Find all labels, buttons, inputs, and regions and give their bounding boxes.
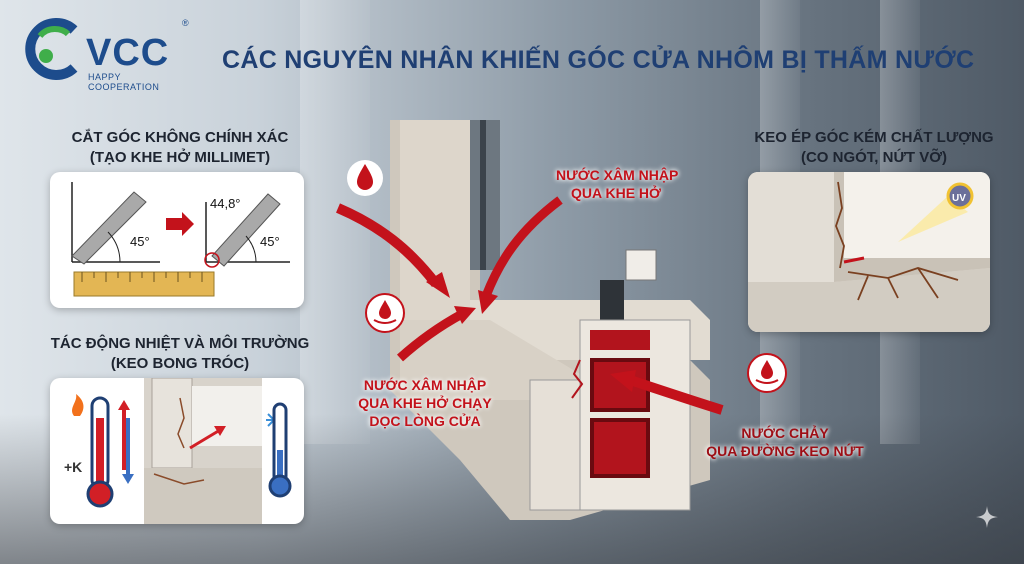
angle-label-right: 45°	[260, 234, 280, 249]
callout-seam: NƯỚC XÂM NHẬP QUA KHE HỞ CHẠY DỌC LÒNG C…	[350, 376, 500, 430]
callout-crack-line2: QUA ĐƯỜNG KEO NỨT	[706, 443, 864, 459]
water-drops-crack-icon	[747, 353, 787, 393]
cut-heading: CẮT GÓC KHÔNG CHÍNH XÁC (TẠO KHE HỞ MILL…	[60, 128, 300, 168]
callout-seam-line3: DỌC LÒNG CỬA	[369, 413, 481, 429]
callout-gap-line1: NƯỚC XÂM NHẬP	[556, 167, 679, 183]
uv-sun-icon	[946, 182, 974, 210]
cut-angle-diagram: 45° 44,8° 45°	[71, 182, 290, 297]
ruler-icon	[73, 271, 215, 297]
logo-c-mark-icon	[25, 18, 78, 80]
fire-icon	[72, 394, 84, 416]
uv-label: UV	[952, 193, 966, 204]
callout-crack-line1: NƯỚC CHẢY	[741, 425, 829, 441]
arrow-right-icon	[166, 212, 194, 236]
angle-label-top: 44,8°	[210, 196, 241, 211]
callout-gap-line2: QUA KHE HỞ	[571, 185, 661, 201]
arrow-down-icon	[122, 474, 134, 484]
callout-crack: NƯỚC CHẢY QUA ĐƯỜNG KEO NỨT	[700, 424, 870, 460]
thermal-heading-line1: TÁC ĐỘNG NHIỆT VÀ MÔI TRƯỜNG	[50, 335, 310, 352]
callout-seam-line1: NƯỚC XÂM NHẬP	[363, 377, 487, 393]
logo-brand-text: VCC	[86, 32, 170, 74]
page-title: CÁC NGUYÊN NHÂN KHIẾN GÓC CỬA NHÔM BỊ TH…	[222, 46, 975, 74]
cut-diagram-card: 45° 44,8° 45°	[50, 172, 304, 308]
thermal-diagram-card: +K	[50, 378, 304, 524]
thermal-heading: TÁC ĐỘNG NHIỆT VÀ MÔI TRƯỜNG (KEO BONG T…	[40, 334, 320, 374]
cracked-corner-image: UV	[748, 172, 990, 332]
glue-heading-line2: (CO NGÓT, NỨT VỠ)	[800, 149, 948, 166]
water-drops-icon	[365, 293, 405, 333]
angle-label-left: 45°	[130, 234, 150, 249]
seam-arrow-icon	[214, 426, 226, 436]
arrow-up-icon	[118, 400, 130, 410]
cut-heading-line2: (TẠO KHE HỞ MILLIMET)	[89, 149, 271, 166]
thermal-diagram: +K	[64, 378, 292, 524]
logo-registered-mark: ®	[182, 18, 189, 28]
callout-seam-line2: QUA KHE HỞ CHẠY	[358, 395, 492, 411]
cut-heading-line1: CẮT GÓC KHÔNG CHÍNH XÁC	[71, 129, 289, 146]
plus-k-label: +K	[64, 459, 82, 475]
glue-heading-line1: KEO ÉP GÓC KÉM CHẤT LƯỢNG	[754, 129, 994, 146]
logo-tagline: HAPPY COOPERATION	[88, 72, 160, 92]
glue-heading: KEO ÉP GÓC KÉM CHẤT LƯỢNG (CO NGÓT, NỨT …	[744, 128, 1004, 168]
glue-photo-card: UV	[748, 172, 990, 332]
sparkle-icon	[976, 506, 998, 528]
water-drop-icon	[347, 160, 383, 196]
vcc-logo: VCC ® HAPPY COOPERATION	[22, 16, 192, 92]
thermal-heading-line2: (KEO BONG TRÓC)	[110, 355, 250, 372]
callout-gap: NƯỚC XÂM NHẬP QUA KHE HỞ	[556, 166, 679, 202]
